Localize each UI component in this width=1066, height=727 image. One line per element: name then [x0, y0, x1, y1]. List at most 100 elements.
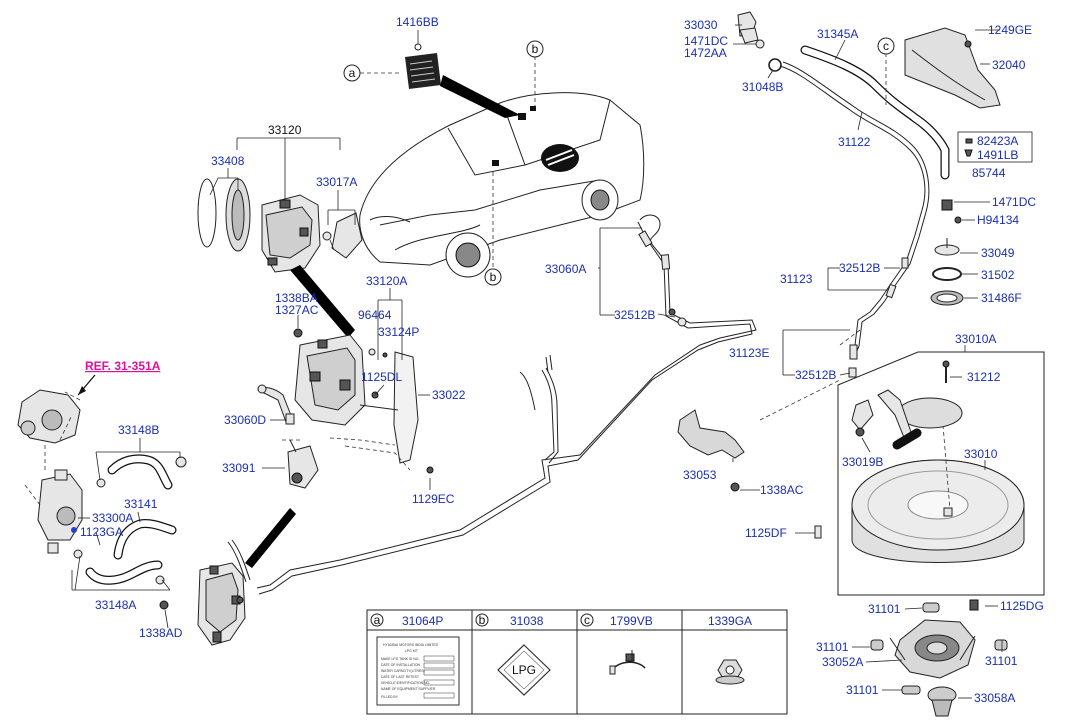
callout-33408[interactable]: 33408 — [211, 154, 245, 168]
legend-part-31038[interactable]: 31038 — [510, 614, 544, 628]
callout-1472AA[interactable]: 1472AA — [684, 46, 727, 60]
callout-31212[interactable]: 31212 — [967, 370, 1001, 384]
callout-1125DG[interactable]: 1125DG — [1000, 599, 1044, 613]
callout-33058A[interactable]: 33058A — [974, 691, 1015, 705]
callout-1471DC-top[interactable]: 1471DC — [684, 34, 728, 48]
flange-nut-icon — [715, 659, 745, 685]
callout-31101-bottom[interactable]: 31101 — [846, 683, 879, 697]
svg-text:a: a — [374, 613, 381, 627]
callout-1249GE[interactable]: 1249GE — [988, 23, 1032, 37]
callout-33019B[interactable]: 33019B — [842, 455, 883, 469]
tank-mount — [870, 599, 1008, 717]
lower-regulator — [197, 508, 296, 646]
marker-b-top: b — [526, 40, 544, 58]
pointer-arrow — [290, 265, 355, 338]
marker-c: c — [877, 37, 895, 55]
callout-31486F[interactable]: 31486F — [981, 291, 1022, 305]
callout-32512B-lower[interactable]: 32512B — [795, 368, 836, 382]
legend-cell-a: a 31064P HYUNDAI MOTORS INDIA LIMITED LP… — [370, 613, 460, 706]
cable-tie — [609, 650, 646, 675]
callout-32512B-left[interactable]: 32512B — [614, 308, 655, 322]
callout-33141[interactable]: 33141 — [124, 497, 158, 511]
callout-1338AD[interactable]: 1338AD — [139, 626, 183, 640]
callout-33148A[interactable]: 33148A — [95, 598, 136, 612]
lpg-sticker: LPG — [497, 644, 551, 696]
callout-1125DF[interactable]: 1125DF — [745, 526, 787, 540]
callout-96464[interactable]: 96464 — [358, 308, 392, 322]
callout-31101-top[interactable]: 31101 — [868, 602, 901, 616]
legend-part-1339GA[interactable]: 1339GA — [708, 614, 752, 628]
callout-33300A[interactable]: 33300A — [92, 511, 133, 525]
callout-1338BA[interactable]: 1338BA — [275, 291, 318, 305]
callout-31101-left[interactable]: 31101 — [816, 640, 849, 654]
callout-33060D[interactable]: 33060D — [224, 413, 266, 427]
callout-85744[interactable]: 85744 — [972, 166, 1006, 180]
callout-1416BB[interactable]: 1416BB — [396, 15, 439, 29]
vaporizer-assembly — [197, 178, 363, 273]
callout-33049[interactable]: 33049 — [981, 246, 1015, 260]
svg-text:b: b — [532, 42, 539, 56]
svg-text:c: c — [883, 39, 889, 53]
callout-31123[interactable]: 31123 — [780, 272, 813, 286]
tank-assembly — [759, 329, 1045, 596]
bracket-33053 — [677, 409, 745, 492]
callout-1125DL[interactable]: 1125DL — [361, 370, 402, 384]
callout-33010[interactable]: 33010 — [964, 447, 998, 461]
callout-1338AC[interactable]: 1338AC — [760, 483, 804, 497]
callout-1129EC[interactable]: 1129EC — [412, 492, 455, 506]
callout-33022[interactable]: 33022 — [432, 388, 466, 402]
callout-1471DC-right[interactable]: 1471DC — [992, 195, 1036, 209]
callout-33120A[interactable]: 33120A — [366, 274, 407, 288]
callout-32512B-right[interactable]: 32512B — [839, 261, 880, 275]
callout-33052A[interactable]: 33052A — [822, 655, 863, 669]
svg-text:c: c — [584, 613, 590, 627]
callout-33010A[interactable]: 33010A — [955, 332, 996, 346]
filler-assembly — [737, 11, 1033, 378]
callout-31048B[interactable]: 31048B — [742, 80, 783, 94]
marker-b-bottom: b — [484, 268, 502, 286]
svg-text:HYUNDAI MOTORS INDIA LIMITED: HYUNDAI MOTORS INDIA LIMITED — [383, 643, 439, 647]
callout-31123E[interactable]: 31123E — [729, 346, 769, 360]
label-plate — [360, 30, 520, 118]
identification-plate: HYUNDAI MOTORS INDIA LIMITED LPG KIT MAK… — [376, 636, 460, 706]
callout-31345A[interactable]: 31345A — [817, 27, 858, 41]
callout-33120[interactable]: 33120 — [268, 123, 302, 137]
svg-text:LPG KIT: LPG KIT — [405, 649, 418, 653]
callout-33053[interactable]: 33053 — [683, 468, 717, 482]
callout-1491LB[interactable]: 1491LB — [977, 148, 1018, 162]
legend-part-1799VB[interactable]: 1799VB — [610, 614, 653, 628]
callout-1123GA[interactable]: 1123GA — [80, 525, 123, 539]
legend-cell-c: c 1799VB — [580, 613, 653, 675]
ref-link-31-351A[interactable]: REF. 31-351A — [85, 359, 161, 373]
callout-H94134[interactable]: H94134 — [977, 213, 1019, 227]
car-illustration — [359, 92, 645, 278]
callout-82423A[interactable]: 82423A — [977, 134, 1018, 148]
legend-table: a 31064P HYUNDAI MOTORS INDIA LIMITED LP… — [366, 609, 788, 715]
svg-text:VEHICLE IDENTIFICATION NO.: VEHICLE IDENTIFICATION NO. — [381, 681, 430, 685]
legend-cell-b: b 31038 LPG — [475, 613, 551, 696]
callout-1327AC[interactable]: 1327AC — [275, 303, 319, 317]
callout-31122[interactable]: 31122 — [838, 135, 871, 149]
callout-32040[interactable]: 32040 — [992, 58, 1026, 72]
legend-cell-d: 1339GA — [708, 614, 752, 685]
callout-33091[interactable]: 33091 — [222, 461, 256, 475]
callout-33124P[interactable]: 33124P — [378, 325, 419, 339]
legend-part-31064P[interactable]: 31064P — [402, 614, 443, 628]
callout-31101-right[interactable]: 31101 — [985, 654, 1018, 668]
callout-31502[interactable]: 31502 — [981, 268, 1015, 282]
svg-text:LPG: LPG — [512, 663, 536, 677]
svg-text:MAKE LPG TANK ID NO.: MAKE LPG TANK ID NO. — [381, 657, 419, 661]
fuel-pipelines — [227, 214, 757, 595]
callout-33148B[interactable]: 33148B — [118, 423, 159, 437]
svg-text:DATE OF INSTALLATION: DATE OF INSTALLATION — [381, 663, 421, 667]
svg-text:b: b — [490, 270, 497, 284]
callout-33030[interactable]: 33030 — [684, 18, 718, 32]
svg-text:FILLED BY: FILLED BY — [381, 695, 399, 699]
regulator-assembly — [257, 328, 434, 489]
callout-33017A[interactable]: 33017A — [316, 175, 357, 189]
svg-text:a: a — [349, 66, 356, 80]
leader-lines — [64, 24, 1003, 699]
callout-33060A[interactable]: 33060A — [545, 262, 586, 276]
callout-labels: 1416BB 33120 33408 33017A 33120A 1338BA … — [80, 15, 1044, 705]
